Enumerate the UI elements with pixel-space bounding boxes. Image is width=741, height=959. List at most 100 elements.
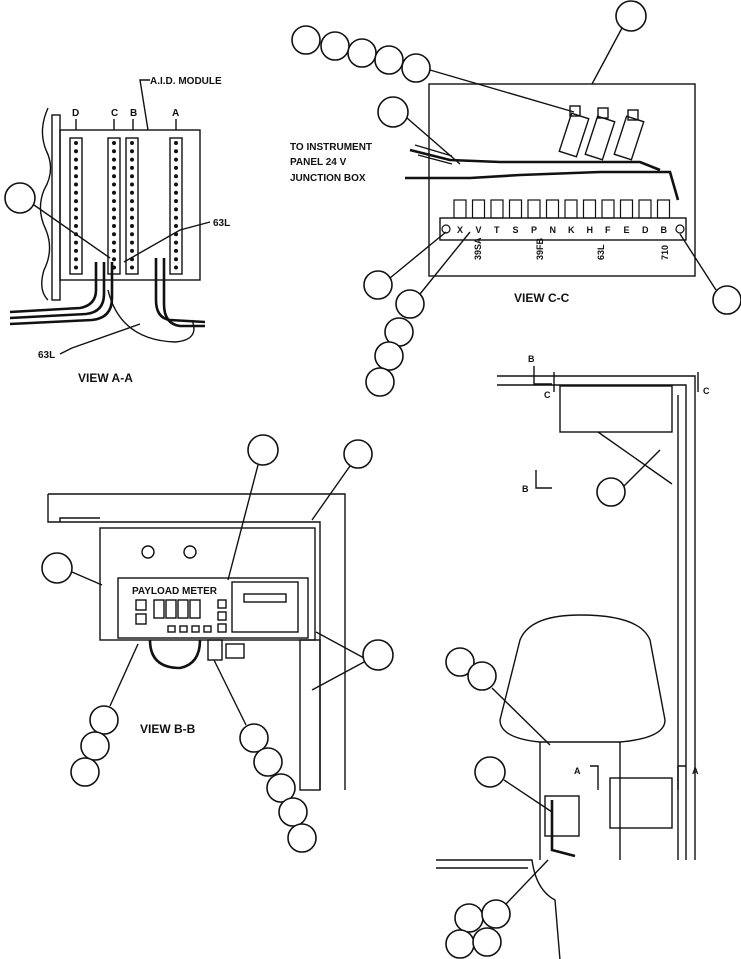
column-d-label: D xyxy=(72,108,79,119)
terminal-63l-right-label: 63L xyxy=(213,218,230,229)
callout-balloon xyxy=(89,705,119,735)
payload-meter-label: PAYLOAD METER xyxy=(132,586,218,597)
terminal-post xyxy=(490,199,504,219)
wire-number-39sa: 39SA xyxy=(473,237,483,260)
callout-balloon xyxy=(247,434,279,466)
terminal-63l-left-label: 63L xyxy=(38,350,55,361)
terminal-post xyxy=(619,199,634,219)
terminal-screw xyxy=(130,157,134,162)
callout-balloon xyxy=(278,797,308,827)
column-a-label: A xyxy=(172,108,179,119)
relays xyxy=(558,105,645,161)
section-marker-a-left: A xyxy=(574,766,581,776)
terminal-post xyxy=(527,199,541,219)
terminal-screw xyxy=(130,232,134,237)
callout-balloon xyxy=(363,270,393,300)
terminal-letter: E xyxy=(624,225,630,235)
terminal-letter: K xyxy=(568,225,575,235)
terminal-screw xyxy=(74,190,78,195)
terminal-screw xyxy=(130,215,134,220)
terminal-screw xyxy=(74,240,78,245)
terminal-screw xyxy=(130,240,134,245)
terminal-post xyxy=(582,199,597,219)
terminal-letter: P xyxy=(531,225,537,235)
callout-balloon xyxy=(596,477,626,507)
mounting-screw xyxy=(441,224,451,234)
terminal-screw xyxy=(174,174,178,179)
callout-balloon xyxy=(374,45,404,75)
callout-balloon xyxy=(467,661,497,691)
terminal-letter: S xyxy=(513,225,519,235)
terminal-screw xyxy=(174,199,178,204)
terminal-screw xyxy=(130,265,134,270)
callout-balloon xyxy=(347,38,377,68)
terminal-screw xyxy=(74,215,78,220)
column-b-label: B xyxy=(130,108,137,119)
terminal-screw xyxy=(174,157,178,162)
terminal-screw xyxy=(74,165,78,170)
callout-balloon xyxy=(4,182,36,214)
column-c-label: C xyxy=(111,108,118,119)
cab-overview: B C C B A A xyxy=(436,354,710,959)
terminal-screw xyxy=(112,149,116,154)
terminal-screw xyxy=(174,224,178,228)
view-bb: PAYLOAD METER VIEW B-B xyxy=(41,434,394,853)
callout-balloon xyxy=(395,289,425,319)
terminal-screw xyxy=(112,182,116,187)
callout-balloon xyxy=(70,757,100,787)
terminal-screw xyxy=(130,182,134,187)
terminal-screw xyxy=(174,207,178,212)
callout-balloon xyxy=(454,903,484,933)
callout-balloon xyxy=(474,756,506,788)
terminal-screw xyxy=(174,182,178,187)
terminal-screw xyxy=(112,157,116,162)
view-cc-title: VIEW C-C xyxy=(514,291,570,305)
terminal-screw xyxy=(112,207,116,212)
callout-balloon xyxy=(377,96,409,128)
terminal-post xyxy=(508,199,523,219)
callout-balloon xyxy=(374,341,404,371)
callout-balloon xyxy=(472,927,502,957)
terminal-screw xyxy=(74,149,78,154)
terminal-screw xyxy=(74,265,78,270)
section-marker-b-mid: B xyxy=(522,484,529,494)
terminal-screw xyxy=(74,199,78,204)
terminal-screw xyxy=(174,215,178,220)
view-bb-title: VIEW B-B xyxy=(140,722,196,736)
terminal-screw xyxy=(112,257,116,262)
terminal-screw xyxy=(74,182,78,187)
terminal-screw xyxy=(74,224,78,228)
junction-label-line1: TO INSTRUMENT xyxy=(290,142,372,153)
callout-balloon xyxy=(266,773,296,803)
terminal-screw xyxy=(74,141,78,145)
terminal-post xyxy=(564,199,578,219)
junction-label-line3: JUNCTION BOX xyxy=(290,173,366,184)
terminal-screw xyxy=(130,190,134,195)
terminal-screw xyxy=(174,257,178,262)
terminal-screw xyxy=(112,190,116,195)
terminal-screw xyxy=(174,165,178,170)
callout-balloon xyxy=(445,929,475,959)
terminal-screw xyxy=(112,232,116,237)
terminal-post xyxy=(656,199,671,219)
callout-balloon xyxy=(253,747,283,777)
terminal-screw xyxy=(112,165,116,170)
terminal-screw xyxy=(112,215,116,220)
terminal-post xyxy=(471,199,486,219)
callout-balloon xyxy=(320,31,350,61)
terminal-letter: N xyxy=(550,225,557,235)
callout-balloon xyxy=(41,552,73,584)
terminal-screw xyxy=(112,174,116,179)
callout-balloon xyxy=(239,723,269,753)
callout-balloon xyxy=(712,285,741,315)
aid-module-label: A.I.D. MODULE xyxy=(150,76,222,87)
terminal-letter: V xyxy=(476,225,482,235)
wire-number-39fb: 39FB xyxy=(535,237,545,260)
callout-balloon xyxy=(365,367,395,397)
terminal-post xyxy=(453,199,467,219)
section-marker-c-right: C xyxy=(703,386,710,396)
terminal-screw xyxy=(74,257,78,262)
terminal-screw xyxy=(112,240,116,245)
mounting-screw xyxy=(675,224,685,234)
